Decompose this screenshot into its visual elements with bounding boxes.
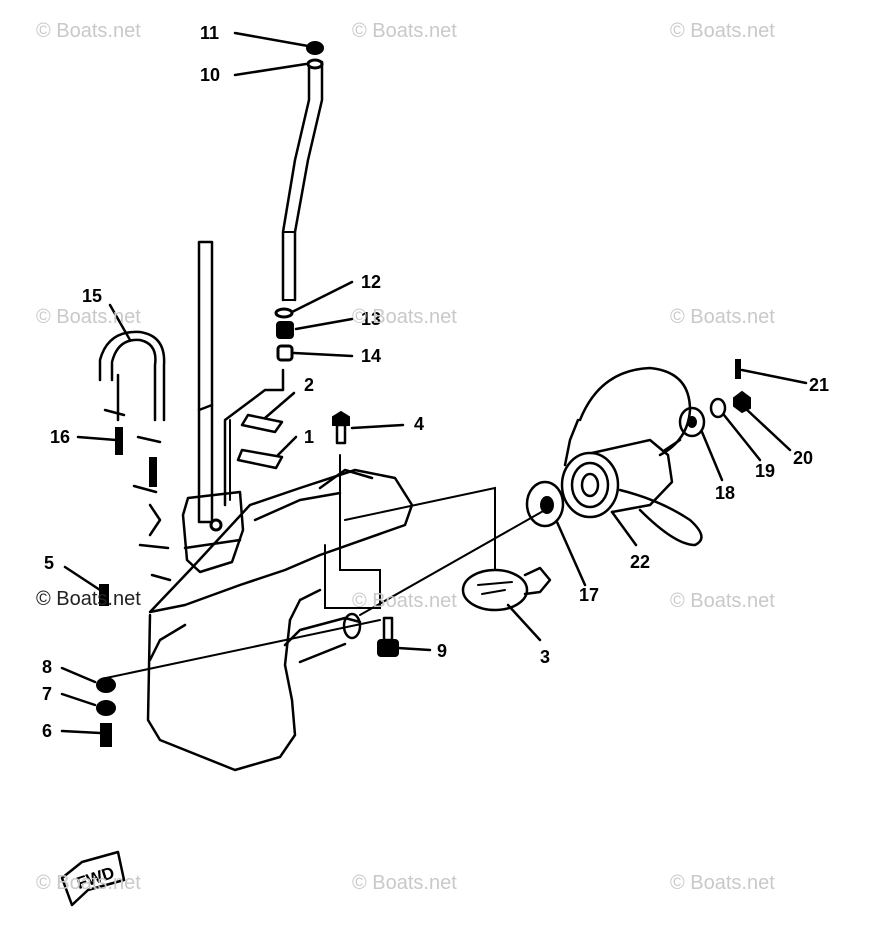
callout-6: 6 bbox=[42, 721, 52, 741]
grommets bbox=[236, 413, 284, 470]
callouts: 11 10 12 13 14 2 1 4 15 16 5 8 7 6 9 3 1… bbox=[42, 23, 829, 741]
thrust-washer-17 bbox=[525, 480, 565, 528]
watermark: © Boats.net bbox=[670, 872, 775, 894]
callout-18: 18 bbox=[715, 483, 735, 503]
lower-casing-drawing bbox=[146, 240, 414, 772]
anode-3 bbox=[461, 566, 552, 612]
shift-rod-drawing bbox=[281, 41, 324, 302]
watermark: © Boats.net bbox=[352, 590, 457, 612]
callout-7: 7 bbox=[42, 684, 52, 704]
callout-17: 17 bbox=[579, 585, 599, 605]
propeller-22 bbox=[560, 366, 703, 547]
watermark: © Boats.net bbox=[36, 20, 141, 42]
callout-11: 11 bbox=[200, 23, 219, 43]
water-tube-drawing bbox=[98, 330, 172, 582]
callout-4: 4 bbox=[414, 414, 424, 434]
callout-9: 9 bbox=[437, 641, 447, 661]
callout-20: 20 bbox=[793, 448, 813, 468]
callout-10: 10 bbox=[200, 65, 220, 85]
callout-21: 21 bbox=[809, 375, 829, 395]
bolt-4 bbox=[332, 410, 350, 445]
watermark: © Boats.net bbox=[670, 306, 775, 328]
watermark: © Boats.net bbox=[352, 306, 457, 328]
watermark: © Boats.net bbox=[670, 590, 775, 612]
bolt-9 bbox=[377, 616, 399, 657]
callout-15: 15 bbox=[82, 286, 102, 306]
callout-22: 22 bbox=[630, 552, 650, 572]
callout-14: 14 bbox=[361, 346, 381, 366]
leader-lines bbox=[60, 31, 808, 735]
callout-12: 12 bbox=[361, 272, 381, 292]
watermark: © Boats.net bbox=[36, 872, 141, 894]
watermark: © Boats.net bbox=[352, 20, 457, 42]
callout-16: 16 bbox=[50, 427, 70, 447]
assembly-guide-lines bbox=[105, 419, 546, 679]
callout-2: 2 bbox=[304, 375, 314, 395]
callout-3: 3 bbox=[540, 647, 550, 667]
watermark: © Boats.net bbox=[670, 20, 775, 42]
watermark: © Boats.net bbox=[352, 872, 457, 894]
prop-hardware bbox=[678, 359, 751, 438]
shift-rod-parts bbox=[274, 307, 294, 362]
callout-13: 13 bbox=[361, 309, 381, 329]
watermark: © Boats.net bbox=[36, 588, 141, 610]
drain-parts bbox=[96, 677, 116, 747]
watermark: © Boats.net bbox=[36, 306, 141, 328]
callout-1: 1 bbox=[304, 427, 314, 447]
bolt-5 bbox=[99, 584, 109, 606]
callout-19: 19 bbox=[755, 461, 775, 481]
callout-8: 8 bbox=[42, 657, 52, 677]
callout-5: 5 bbox=[44, 553, 54, 573]
